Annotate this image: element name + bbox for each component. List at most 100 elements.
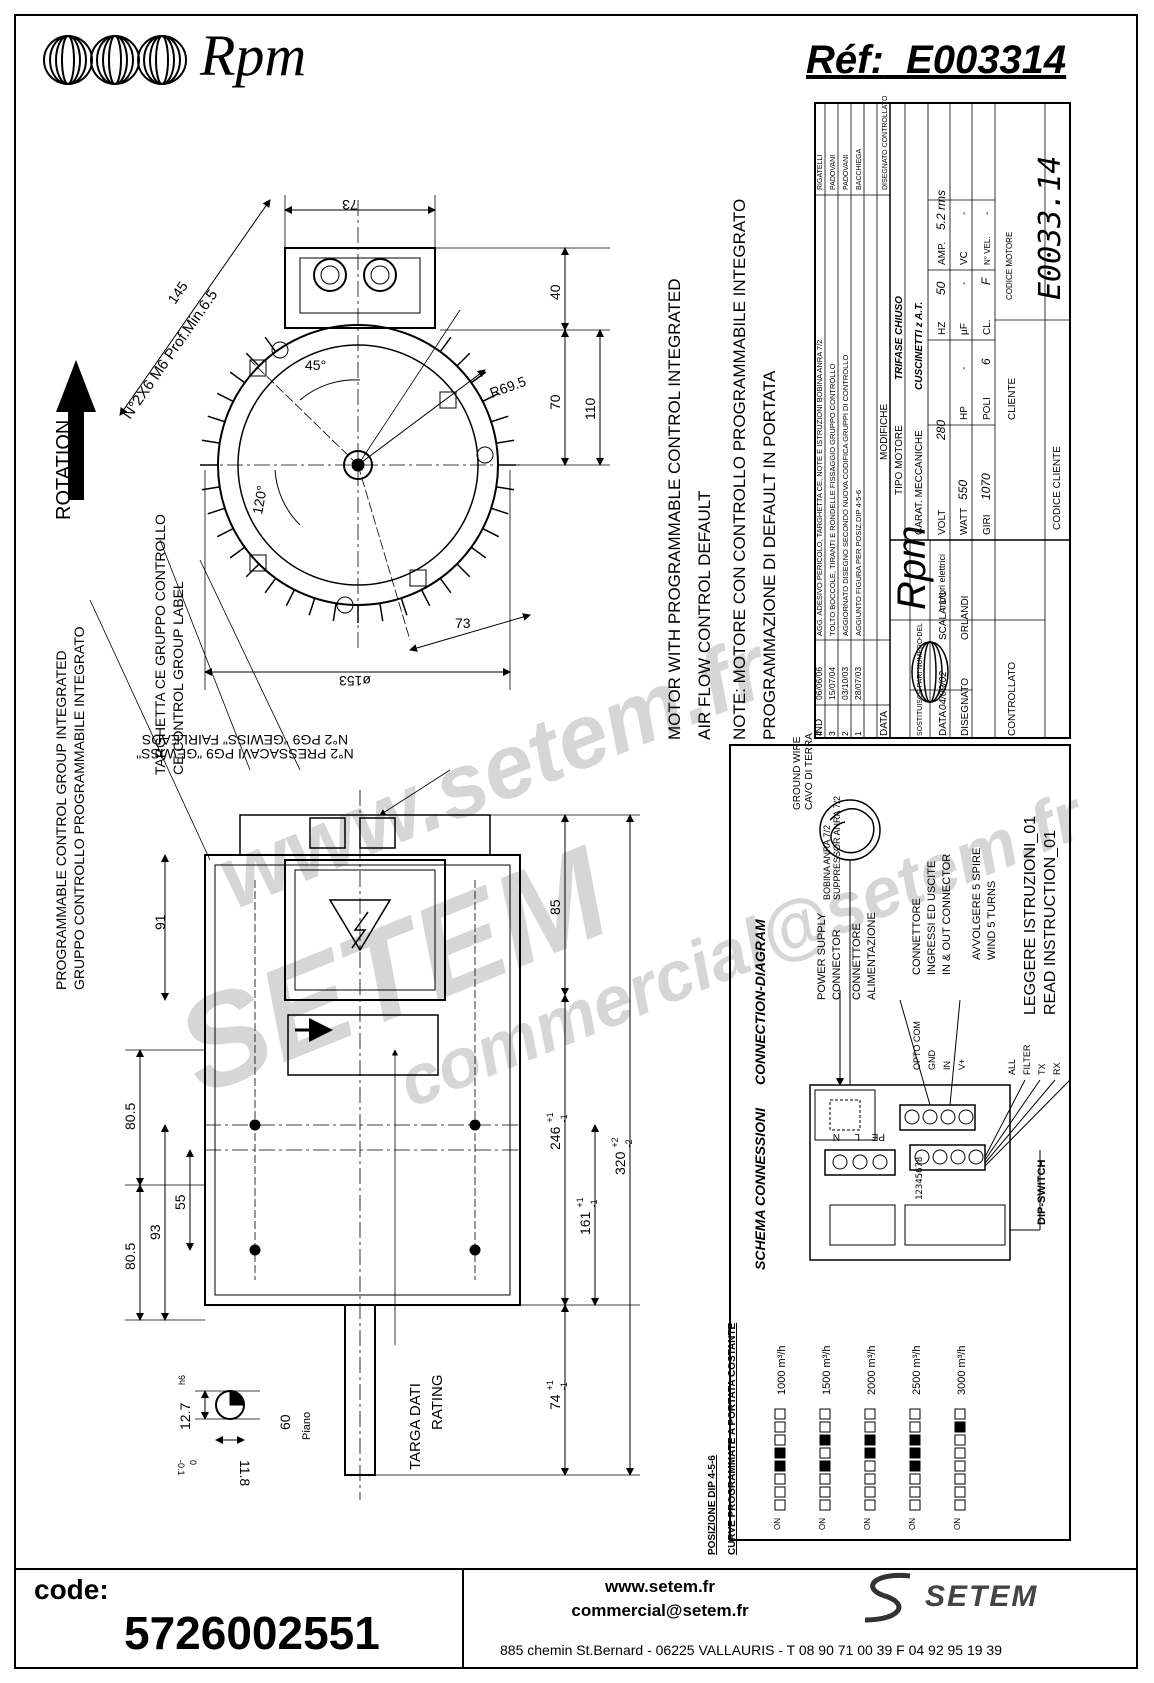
shaft-tol-up: 0 [188, 1460, 198, 1465]
dip-cell [909, 1447, 921, 1459]
dip-cell [774, 1499, 786, 1511]
dim-93: 93 [147, 1224, 163, 1240]
rev-number: 3 [827, 731, 837, 736]
scala-value: 1/1 [938, 591, 949, 605]
nvel-value: - [982, 212, 993, 215]
dim-110: 110 [582, 397, 598, 420]
hp-label: HP [959, 406, 970, 420]
rev-date: 28/07/03 [853, 667, 863, 700]
ce-label-it: TARGHETTA CE GRUPPO CONTROLLO [152, 514, 168, 775]
ce-label-en: CE CONTROL GROUP LABEL [170, 581, 186, 775]
dip-cell [774, 1421, 786, 1433]
dim-73-bottom: 73 [455, 615, 471, 631]
rotation-label: ROTATION [53, 420, 75, 520]
note-airflow-en: AIR FLOW CONTROL DEFAULT [695, 491, 714, 740]
dim-73-top: 73 [342, 197, 358, 213]
n-label: N [833, 1131, 840, 1142]
dim-85: 85 [547, 899, 563, 915]
suppressor-label-1: SUPPRESSOR ANRA 7/2 [832, 796, 842, 900]
dip-cell [909, 1486, 921, 1498]
poli-value: 6 [979, 358, 993, 365]
dip-cell [819, 1486, 831, 1498]
hp-value: - [959, 367, 970, 370]
dip-flow-label: 1000 m³/h [776, 1345, 788, 1395]
dim-246: 246+1-1 [545, 1112, 569, 1150]
ref-value: E003314 [906, 38, 1067, 82]
reference: Réf: E003314 [806, 38, 1066, 83]
dip-cell [819, 1421, 831, 1433]
dip-cell [864, 1486, 876, 1498]
wind-label-2: WIND 5 TURNS [986, 881, 998, 960]
connection-labels: SCHEMA CONNESSIONI CONNECTION-DIAGRAM PO… [752, 733, 1062, 1270]
dip-cell [954, 1447, 966, 1459]
rev-number: 2 [840, 731, 850, 736]
dip-cell [864, 1473, 876, 1485]
title-block [814, 102, 1071, 739]
tipo-motore: TRIFASE CHIUSO [894, 296, 905, 380]
shaft-12-7: 12.7 [177, 1403, 193, 1430]
amp-value: 5.2 rms [934, 190, 948, 230]
targa-label: TARGA DATI [407, 1383, 424, 1470]
dip-cell [774, 1447, 786, 1459]
power-label-3: CONNETTORE [851, 923, 863, 1000]
uf-value: - [959, 282, 970, 285]
rev-by: BACCHIEGA [856, 148, 863, 190]
scala-label: SCALA [938, 607, 949, 640]
amp-label: AMP. [937, 242, 948, 265]
pressacavi-en: N°2 PG9 "GEWISS" FAIRLEADS [142, 732, 348, 748]
pcg-label-it: GRUPPO CONTROLLO PROGRAMMABILE INTEGRATO [71, 626, 87, 990]
title-block-fields: IND DATA MODIFICHE DISEGNATO CONTROLLATO… [814, 95, 1068, 736]
dip-curves: POSIZIONE DIP 4-5-6 CURVE PROGRAMMATE A … [707, 1322, 738, 1555]
l-label: L [854, 1131, 860, 1142]
dip-cell [954, 1486, 966, 1498]
dip-numbers: 12345678 [915, 1157, 925, 1200]
pe-label: PE [871, 1131, 885, 1142]
coil-logo-icon [43, 35, 187, 85]
dip-cell [864, 1408, 876, 1420]
dip-cell [774, 1460, 786, 1472]
disegnato-label: DISEGNATO [960, 678, 971, 736]
codice-motore: E0033.14 [1033, 156, 1068, 301]
ground-label-2: CAVO DI TERRA [804, 733, 815, 810]
rev-text: TOLTO BOCCOLE, TIRANTI E RONDELLE FISSAG… [828, 363, 837, 636]
shaft-11-8: 11.8 [237, 1460, 253, 1486]
dip-cell [864, 1434, 876, 1446]
angle-120: 120° [249, 484, 270, 515]
tb-brand-sub: motori elettrici [937, 554, 947, 610]
rev-number: 1 [853, 731, 863, 736]
watt-label: WATT [959, 508, 970, 535]
dip-cell [954, 1421, 966, 1433]
code-box: code: 5726002551 [14, 1568, 464, 1669]
io-label-1: CONNETTORE [911, 898, 923, 975]
brand-logo: Rpm [200, 23, 307, 88]
dip-cell [864, 1421, 876, 1433]
dip-cell [954, 1408, 966, 1420]
web-link[interactable]: www.setem.fr [605, 1577, 715, 1596]
cl-value: F [979, 277, 993, 285]
side-view-labels: PROGRAMMABLE CONTROL GROUP INTEGRATED GR… [53, 626, 634, 1486]
rev-text: AGG. ADESIVO PERICOLO, TARGHETTA CE, NOT… [815, 340, 824, 636]
dip-cell [954, 1499, 966, 1511]
email-link[interactable]: commercial@setem.fr [571, 1601, 749, 1620]
col-ind: IND [814, 719, 825, 736]
ref-label: Réf: [806, 38, 884, 82]
volt-label: VOLT [937, 510, 948, 535]
cl-label: CL. [982, 319, 993, 335]
volt-value: 280 [934, 420, 948, 441]
giri-label: GIRI [982, 514, 993, 535]
dim-55: 55 [172, 1194, 188, 1210]
notes: MOTOR WITH PROGRAMMABLE CONTROL INTEGRAT… [665, 199, 779, 740]
io-label-3: IN & OUT CONNECTOR [941, 854, 953, 975]
col-modifiche: MODIFICHE [879, 404, 890, 460]
giri-value: 1070 [979, 473, 993, 500]
dim-91: 91 [152, 914, 168, 930]
dip-on-label: ON [818, 1518, 827, 1530]
dip-on-label: ON [773, 1518, 782, 1530]
vc-label: VC [959, 251, 970, 265]
vc-value: - [959, 212, 970, 215]
col-by: DISEGNATO CONTROLLATO [882, 95, 889, 190]
suppressor-label-2: BOBINA ANRA 7/2 [822, 825, 832, 900]
wind-label-1: AVVOLGERE 5 SPIRE [971, 848, 983, 960]
dip-cell [774, 1408, 786, 1420]
